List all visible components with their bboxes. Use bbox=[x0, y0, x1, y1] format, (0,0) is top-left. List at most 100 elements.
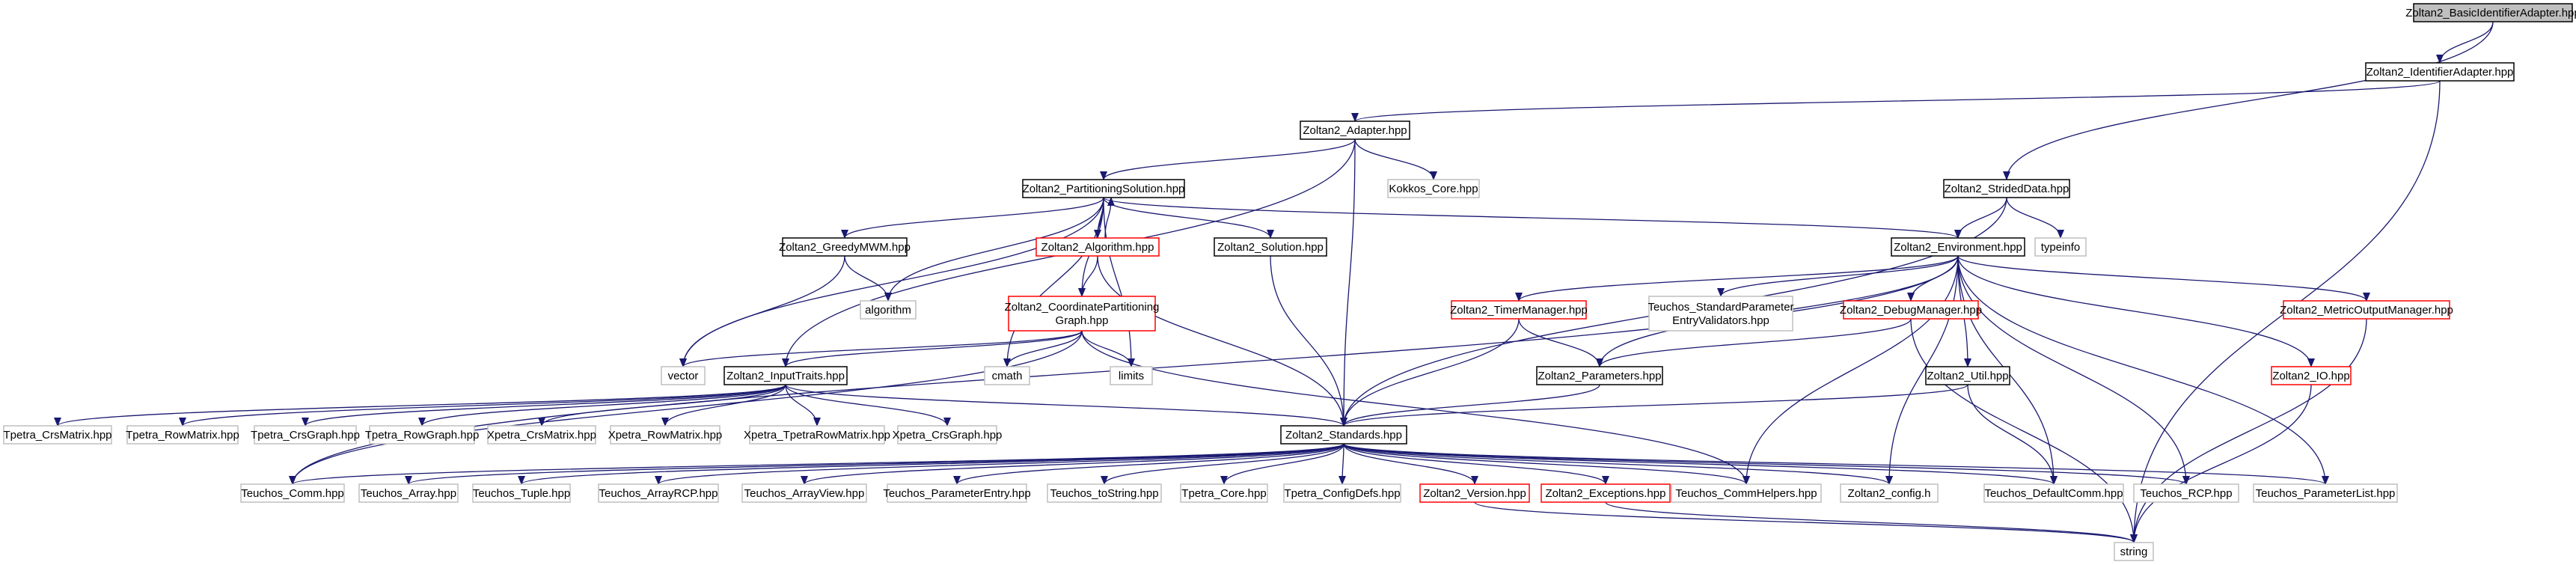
node-partitioning-solution[interactable]: Zoltan2_PartitioningSolution.hpp bbox=[1022, 179, 1185, 198]
node-box bbox=[1180, 483, 1268, 503]
node-teuchos-comm[interactable]: Teuchos_Comm.hpp bbox=[240, 483, 345, 503]
edge-input_traits-to-xpetra_crsmatrix bbox=[538, 384, 786, 427]
node-label: Teuchos_DefaultComm.hpp bbox=[1984, 487, 2123, 500]
node-xpetra-crsgraph[interactable]: Xpetra_CrsGraph.hpp bbox=[893, 425, 1003, 445]
node-string[interactable]: string bbox=[2114, 542, 2154, 561]
edge-standards-to-teuchos_tostring bbox=[1101, 443, 1344, 485]
node-adapter[interactable]: Zoltan2_Adapter.hpp bbox=[1300, 120, 1410, 140]
node-kokkos-core[interactable]: Kokkos_Core.hpp bbox=[1387, 179, 1480, 198]
node-algorithm[interactable]: algorithm bbox=[860, 300, 917, 320]
edge-coord_part_graph-to-teuchos_comm bbox=[289, 330, 1083, 485]
node-label: Teuchos_Array.hpp bbox=[361, 487, 456, 500]
node-box bbox=[2253, 483, 2398, 503]
node-box bbox=[598, 483, 719, 503]
node-algorithm-hpp[interactable]: Zoltan2_Algorithm.hpp bbox=[1035, 237, 1160, 257]
node-input-traits[interactable]: Zoltan2_InputTraits.hpp bbox=[723, 366, 848, 385]
edge-io-to-string bbox=[2130, 384, 2312, 543]
node-basic-identifier-adapter[interactable]: Zoltan2_BasicIdentifierAdapter.hpp bbox=[2405, 3, 2576, 22]
node-tpetra-core[interactable]: Tpetra_Core.hpp bbox=[1180, 483, 1268, 503]
node-label: Zoltan2_IdentifierAdapter.hpp bbox=[2367, 66, 2514, 79]
node-io[interactable]: Zoltan2_IO.hpp bbox=[2271, 366, 2352, 385]
node-label: Zoltan2_Version.hpp bbox=[1423, 487, 1526, 500]
node-teuchos-defaultcomm[interactable]: Teuchos_DefaultComm.hpp bbox=[1983, 483, 2124, 503]
edge-util-to-standards bbox=[1340, 384, 1968, 427]
node-standards[interactable]: Zoltan2_Standards.hpp bbox=[1280, 425, 1407, 445]
edge-debug_manager-to-string bbox=[1910, 318, 2138, 543]
node-tpetra-configdefs[interactable]: Tpetra_ConfigDefs.hpp bbox=[1283, 483, 1401, 503]
node-vector[interactable]: vector bbox=[661, 366, 706, 385]
node-box bbox=[661, 366, 706, 385]
node-tpetra-crsmatrix[interactable]: Tpetra_CrsMatrix.hpp bbox=[3, 425, 112, 445]
node-teuchos-tuple[interactable]: Teuchos_Tuple.hpp bbox=[472, 483, 571, 503]
node-tpetra-crsgraph[interactable]: Tpetra_CrsGraph.hpp bbox=[251, 425, 360, 445]
node-xpetra-tpetrarowmatrix[interactable]: Xpetra_TpetraRowMatrix.hpp bbox=[744, 425, 890, 445]
edge-input_traits-to-tpetra_crsgraph bbox=[302, 384, 786, 427]
node-validators[interactable]: Teuchos_StandardParameterEntryValidators… bbox=[1648, 296, 1794, 332]
node-label: Zoltan2_Solution.hpp bbox=[1217, 241, 1324, 254]
node-teuchos-parameterlist[interactable]: Teuchos_ParameterList.hpp bbox=[2253, 483, 2398, 503]
node-label: Xpetra_TpetraRowMatrix.hpp bbox=[744, 429, 890, 442]
node-teuchos-array[interactable]: Teuchos_Array.hpp bbox=[358, 483, 459, 503]
edge-version-to-string bbox=[1474, 501, 2138, 543]
node-teuchos-rcp[interactable]: Teuchos_RCP.hpp bbox=[2133, 483, 2239, 503]
node-label: Teuchos_ParameterEntry.hpp bbox=[883, 487, 1030, 500]
node-solution[interactable]: Zoltan2_Solution.hpp bbox=[1214, 237, 1327, 257]
node-label: Zoltan2_Adapter.hpp bbox=[1303, 124, 1407, 137]
edge-algorithm_hpp-to-standards bbox=[1097, 255, 1347, 427]
node-label: Teuchos_toString.hpp bbox=[1050, 487, 1158, 500]
edge-standards-to-teuchos_rcp bbox=[1343, 443, 2190, 485]
node-util[interactable]: Zoltan2_Util.hpp bbox=[1925, 366, 2010, 385]
edge-solution-to-standards bbox=[1270, 255, 1347, 427]
node-xpetra-rowmatrix[interactable]: Xpetra_RowMatrix.hpp bbox=[608, 425, 723, 445]
edge-standards-to-version bbox=[1343, 443, 1478, 485]
node-label: typeinfo bbox=[2041, 241, 2081, 254]
node-typeinfo[interactable]: typeinfo bbox=[2034, 237, 2087, 257]
node-metric-output-manager[interactable]: Zoltan2_MetricOutputManager.hpp bbox=[2280, 300, 2453, 320]
edge-environment-to-config bbox=[1885, 255, 1959, 485]
node-cmath[interactable]: cmath bbox=[984, 366, 1030, 385]
edge-debug_manager-to-parameters bbox=[1596, 318, 1912, 367]
edge-standards-to-teuchos_arrayview bbox=[801, 443, 1344, 485]
node-teuchos-arrayrcp[interactable]: Teuchos_ArrayRCP.hpp bbox=[598, 483, 719, 503]
node-version[interactable]: Zoltan2_Version.hpp bbox=[1419, 483, 1530, 503]
node-label: Zoltan2_DebugManager.hpp bbox=[1840, 304, 1982, 317]
edge-adapter-to-partitioning_solution bbox=[1100, 138, 1356, 180]
node-box bbox=[254, 425, 357, 445]
node-strided-data[interactable]: Zoltan2_StridedData.hpp bbox=[1943, 179, 2070, 198]
node-timer-manager[interactable]: Zoltan2_TimerManager.hpp bbox=[1450, 300, 1588, 320]
node-parameters[interactable]: Zoltan2_Parameters.hpp bbox=[1536, 366, 1663, 385]
node-config[interactable]: Zoltan2_config.h bbox=[1840, 483, 1939, 503]
edge-environment-to-timer_manager bbox=[1515, 255, 1959, 302]
node-box bbox=[1110, 366, 1153, 385]
node-tpetra-rowgraph[interactable]: Tpetra_RowGraph.hpp bbox=[365, 425, 480, 445]
edge-standards-to-teuchos_comm bbox=[289, 443, 1344, 485]
node-label: Teuchos_ArrayRCP.hpp bbox=[599, 487, 718, 500]
edge-input_traits-to-xpetra_crsgraph bbox=[785, 384, 951, 427]
edge-partitioning_solution-to-algorithm bbox=[884, 197, 1104, 302]
edge-timer_manager-to-parameters bbox=[1518, 318, 1603, 367]
node-box bbox=[2133, 483, 2239, 503]
node-greedy-mwm[interactable]: Zoltan2_GreedyMWM.hpp bbox=[779, 237, 911, 257]
node-exceptions[interactable]: Zoltan2_Exceptions.hpp bbox=[1541, 483, 1671, 503]
node-debug-manager[interactable]: Zoltan2_DebugManager.hpp bbox=[1840, 300, 1982, 320]
node-label: Zoltan2_StridedData.hpp bbox=[1945, 183, 2069, 195]
node-identifier-adapter[interactable]: Zoltan2_IdentifierAdapter.hpp bbox=[2365, 62, 2515, 82]
node-box bbox=[369, 425, 475, 445]
node-teuchos-parameterentry[interactable]: Teuchos_ParameterEntry.hpp bbox=[883, 483, 1031, 503]
node-teuchos-arrayview[interactable]: Teuchos_ArrayView.hpp bbox=[741, 483, 867, 503]
node-xpetra-crsmatrix[interactable]: Xpetra_CrsMatrix.hpp bbox=[487, 425, 596, 445]
node-box bbox=[860, 300, 917, 320]
node-box bbox=[126, 425, 239, 445]
edge-greedy_mwm-to-vector bbox=[679, 255, 845, 367]
node-label: Teuchos_Comm.hpp bbox=[241, 487, 344, 500]
node-limits[interactable]: limits bbox=[1110, 366, 1153, 385]
node-box bbox=[2034, 237, 2087, 257]
node-tpetra-rowmatrix[interactable]: Tpetra_RowMatrix.hpp bbox=[126, 425, 239, 445]
node-teuchos-tostring[interactable]: Teuchos_toString.hpp bbox=[1047, 483, 1162, 503]
edge-standards-to-tpetra_configdefs bbox=[1339, 443, 1347, 485]
node-teuchos-commhelpers[interactable]: Teuchos_CommHelpers.hpp bbox=[1671, 483, 1822, 503]
node-box bbox=[2271, 366, 2352, 385]
node-box bbox=[1843, 300, 1979, 320]
node-environment[interactable]: Zoltan2_Environment.hpp bbox=[1891, 237, 2025, 257]
